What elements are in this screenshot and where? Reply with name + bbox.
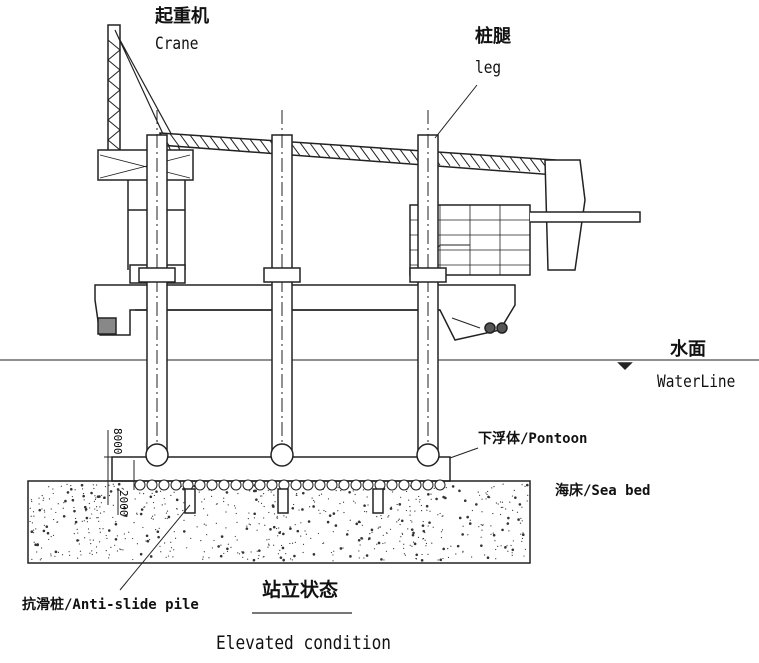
leg-label-cn: 桩腿 <box>475 26 511 47</box>
leg-label-en: leg <box>475 58 502 78</box>
water-label-cn: 水面 <box>670 339 706 360</box>
leg <box>138 110 176 467</box>
dimension-upper: 8000 <box>111 428 124 455</box>
dimension-lower: 2000 <box>117 490 130 517</box>
leg <box>263 110 301 467</box>
title-en: Elevated condition <box>216 632 392 654</box>
boom <box>159 132 561 176</box>
waterline-marker <box>617 362 633 371</box>
anti-slide-pile-label: 抗滑桩/Anti-slide pile <box>22 597 199 613</box>
leader-lines <box>119 84 481 591</box>
crane-label-en: Crane <box>155 34 199 54</box>
seabed-label: 海床/Sea bed <box>555 483 651 499</box>
seabed <box>27 480 531 564</box>
deck-equipment <box>409 159 641 276</box>
title-cn: 站立状态 <box>262 579 339 601</box>
water-label-en: WaterLine <box>657 372 736 392</box>
anti-slide-piles <box>184 488 384 514</box>
dimension-lines <box>104 430 135 515</box>
crane <box>97 24 194 284</box>
leg <box>409 110 447 467</box>
pontoon-label: 下浮体/Pontoon <box>478 431 588 447</box>
crane-label-cn: 起重机 <box>155 6 209 27</box>
